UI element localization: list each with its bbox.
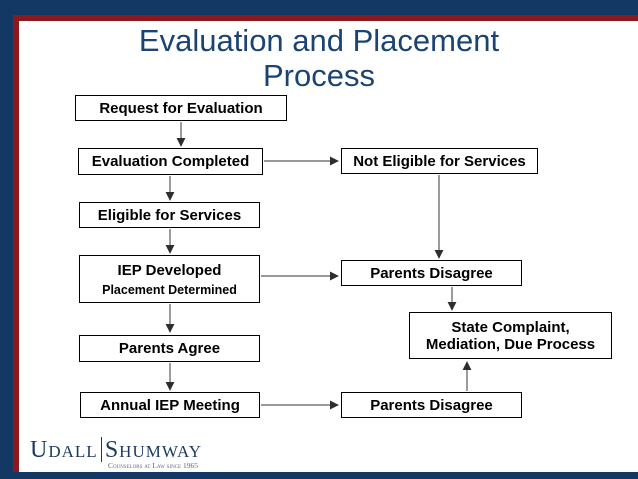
node-evaluation-completed: Evaluation Completed bbox=[78, 148, 263, 175]
node-eligible-for-services: Eligible for Services bbox=[79, 202, 260, 228]
node-label: Request for Evaluation bbox=[99, 99, 263, 117]
node-request-for-evaluation: Request for Evaluation bbox=[75, 95, 287, 121]
logo-tagline: Counselors at Law since 1965 bbox=[107, 461, 198, 470]
node-sublabel: Placement Determined bbox=[102, 282, 237, 297]
logo-name-right: Shumway bbox=[104, 437, 202, 463]
logo-name: Udall Shumway bbox=[30, 437, 202, 462]
node-label: Not Eligible for Services bbox=[353, 152, 526, 170]
frame-top-bar bbox=[0, 0, 638, 15]
node-label: Parents Disagree bbox=[370, 396, 493, 414]
logo-divider bbox=[100, 437, 102, 462]
node-not-eligible-for-services: Not Eligible for Services bbox=[341, 148, 538, 174]
node-label: State Complaint, bbox=[451, 318, 570, 336]
node-label: Evaluation Completed bbox=[91, 153, 250, 170]
slide-title-line1: Evaluation and Placement bbox=[138, 23, 500, 58]
red-accent-top-line bbox=[13, 15, 638, 21]
node-label: IEP Developed bbox=[117, 261, 222, 279]
red-accent-left-line bbox=[13, 15, 19, 472]
node-label: Parents Disagree bbox=[370, 264, 493, 282]
node-parents-disagree-upper: Parents Disagree bbox=[341, 260, 522, 286]
node-label-line2: Mediation, Due Process bbox=[425, 335, 596, 353]
node-parents-agree: Parents Agree bbox=[79, 335, 260, 362]
udall-shumway-logo: Udall Shumway Counselors at Law since 19… bbox=[30, 437, 202, 470]
frame-left-bar bbox=[0, 0, 13, 473]
node-iep-developed: IEP Developed Placement Determined bbox=[79, 255, 260, 303]
slide-title: Evaluation and Placement Process bbox=[19, 23, 619, 93]
node-label: Annual IEP Meeting bbox=[100, 396, 240, 414]
node-state-complaint-mediation-due-process: State Complaint, Mediation, Due Process bbox=[409, 312, 612, 359]
slide-title-line2: Process bbox=[263, 58, 375, 93]
node-label: Parents Agree bbox=[118, 340, 221, 357]
logo-name-left: Udall bbox=[30, 437, 98, 463]
node-label: Eligible for Services bbox=[97, 206, 242, 224]
node-parents-disagree-lower: Parents Disagree bbox=[341, 392, 522, 418]
frame-bottom-bar bbox=[0, 472, 638, 479]
node-annual-iep-meeting: Annual IEP Meeting bbox=[80, 392, 260, 418]
